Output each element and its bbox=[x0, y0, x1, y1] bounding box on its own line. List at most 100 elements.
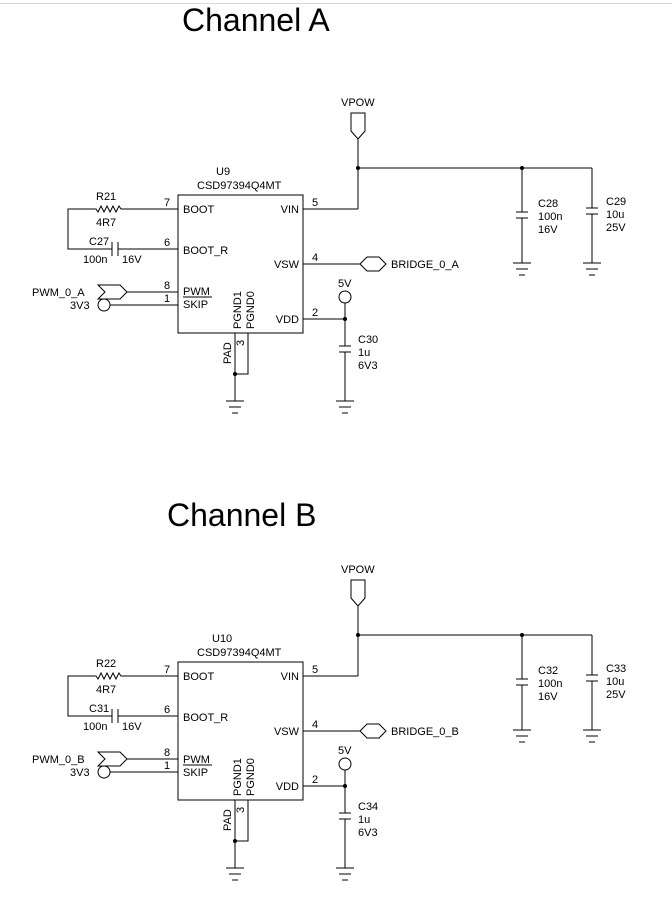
vpow-label-a: VPOW bbox=[341, 97, 375, 109]
u9-pin-pgnd1: PGND1 bbox=[232, 291, 244, 329]
bridge-port-icon-b bbox=[359, 723, 387, 739]
channel-a: Channel A VPOW C28 100n 16V C29 10u 25V … bbox=[32, 2, 626, 414]
c31-ref: C31 bbox=[89, 703, 109, 715]
u10-pinnum-boot-r: 6 bbox=[164, 704, 170, 716]
u9-pinnum-pad: 3 bbox=[235, 340, 247, 346]
u9-pinnum-vdd: 2 bbox=[312, 307, 318, 319]
u10-pinnum-vdd: 2 bbox=[312, 774, 318, 786]
net-pwm-0-b: PWM_0_B bbox=[32, 754, 85, 766]
ground-icon-u10 bbox=[226, 867, 244, 881]
u10-pad-wire bbox=[234, 800, 249, 868]
net-bridge-0-a: BRIDGE_0_A bbox=[391, 259, 460, 271]
u10-pad-label: PAD bbox=[222, 809, 234, 831]
power-3v3-icon-b bbox=[97, 765, 111, 779]
c33-value: 10u bbox=[606, 676, 624, 688]
c32-ref: C32 bbox=[538, 665, 558, 677]
c28-value: 100n bbox=[538, 211, 562, 223]
capacitor-c30 bbox=[339, 303, 351, 401]
ic-u10-body bbox=[177, 661, 304, 801]
c29-value: 10u bbox=[606, 209, 624, 221]
c31-value: 100n bbox=[83, 721, 107, 733]
power-3v3-icon-a bbox=[97, 298, 111, 312]
c33-ref: C33 bbox=[606, 663, 626, 675]
power-5v-icon-a bbox=[338, 290, 352, 304]
ground-icon-u9 bbox=[226, 400, 244, 414]
u10-pinnum-pwm: 8 bbox=[164, 747, 170, 759]
net-3v3-b: 3V3 bbox=[70, 767, 90, 779]
vpow-wire-b bbox=[357, 606, 592, 676]
c30-voltage: 6V3 bbox=[358, 360, 378, 372]
u9-pin-vdd: VDD bbox=[276, 314, 299, 326]
net-5v-a: 5V bbox=[338, 278, 352, 290]
u10-pinnum-boot: 7 bbox=[164, 664, 170, 676]
junction-dot-pad-a bbox=[233, 372, 237, 376]
r21-value: 4R7 bbox=[96, 217, 116, 229]
u10-pinnum-pad: 3 bbox=[235, 807, 247, 813]
u10-pin-vin: VIN bbox=[281, 671, 299, 683]
u9-pad-wire bbox=[234, 333, 249, 401]
u9-pinnum-pwm: 8 bbox=[164, 280, 170, 292]
u9-pad-label: PAD bbox=[222, 342, 234, 364]
u9-part: CSD97394Q4MT bbox=[197, 180, 282, 192]
vpow-label-b: VPOW bbox=[341, 564, 375, 576]
net-3v3-a: 3V3 bbox=[70, 300, 90, 312]
capacitor-c32 bbox=[516, 635, 528, 730]
c27-value: 100n bbox=[83, 254, 107, 266]
ground-icon-c30 bbox=[336, 400, 354, 414]
bridge-port-icon-a bbox=[359, 256, 387, 272]
c32-value: 100n bbox=[538, 678, 562, 690]
net-bridge-0-b: BRIDGE_0_B bbox=[391, 726, 459, 738]
channel-a-title: Channel A bbox=[182, 2, 330, 38]
u9-pinnum-boot-r: 6 bbox=[164, 237, 170, 249]
u9-pin-vsw: VSW bbox=[274, 259, 300, 271]
boot-network-r22-c31 bbox=[67, 671, 178, 723]
c30-value: 1u bbox=[358, 347, 370, 359]
net-5v-b: 5V bbox=[338, 745, 352, 757]
boot-network-r21-c27 bbox=[67, 204, 178, 256]
r21-ref: R21 bbox=[96, 191, 116, 203]
u9-pinnum-vsw: 4 bbox=[312, 252, 318, 264]
u10-pinnum-vsw: 4 bbox=[312, 719, 318, 731]
u10-pinnum-vin: 5 bbox=[312, 664, 318, 676]
c29-ref: C29 bbox=[606, 196, 626, 208]
ic-u9-body bbox=[177, 194, 304, 334]
r22-value: 4R7 bbox=[96, 684, 116, 696]
junction-dot-pad-b bbox=[233, 839, 237, 843]
capacitor-c33 bbox=[586, 635, 598, 730]
u10-pin-vdd: VDD bbox=[276, 781, 299, 793]
c28-voltage: 16V bbox=[538, 224, 558, 236]
u9-pinnum-boot: 7 bbox=[164, 197, 170, 209]
channel-b: Channel B VPOW C32 100n 16V C33 10u 25V … bbox=[32, 497, 626, 881]
u10-pin-pgnd0: PGND0 bbox=[245, 758, 257, 796]
u10-pinnum-skip: 1 bbox=[164, 760, 170, 772]
c28-ref: C28 bbox=[538, 198, 558, 210]
u9-pin-pwm: PWM bbox=[183, 286, 210, 298]
ground-icon-c32 bbox=[513, 729, 531, 743]
u10-pin-pwm: PWM bbox=[183, 754, 210, 766]
c33-voltage: 25V bbox=[606, 689, 626, 701]
c30-ref: C30 bbox=[358, 334, 378, 346]
ground-icon-c34 bbox=[336, 867, 354, 881]
c34-voltage: 6V3 bbox=[358, 827, 378, 839]
c29-voltage: 25V bbox=[606, 222, 626, 234]
c34-value: 1u bbox=[358, 814, 370, 826]
ground-icon-c28 bbox=[513, 262, 531, 276]
capacitor-c28 bbox=[516, 168, 528, 263]
u9-ref: U9 bbox=[216, 166, 230, 178]
u10-pin-pgnd1: PGND1 bbox=[232, 758, 244, 796]
vpow-port-icon-a bbox=[350, 112, 366, 140]
junction-dot-vpow-b bbox=[356, 633, 360, 637]
u9-pinnum-skip: 1 bbox=[164, 293, 170, 305]
c34-ref: C34 bbox=[358, 801, 378, 813]
power-5v-icon-b bbox=[338, 757, 352, 771]
u10-part: CSD97394Q4MT bbox=[197, 647, 282, 659]
pwm-port-icon-b bbox=[96, 751, 128, 767]
u10-pin-boot: BOOT bbox=[183, 671, 214, 683]
capacitor-c34 bbox=[339, 770, 351, 868]
c27-ref: C27 bbox=[89, 236, 109, 248]
r22-ref: R22 bbox=[96, 658, 116, 670]
capacitor-c29 bbox=[586, 168, 598, 263]
vpow-wire-a bbox=[357, 139, 592, 209]
pwm-port-icon-a bbox=[96, 284, 128, 300]
